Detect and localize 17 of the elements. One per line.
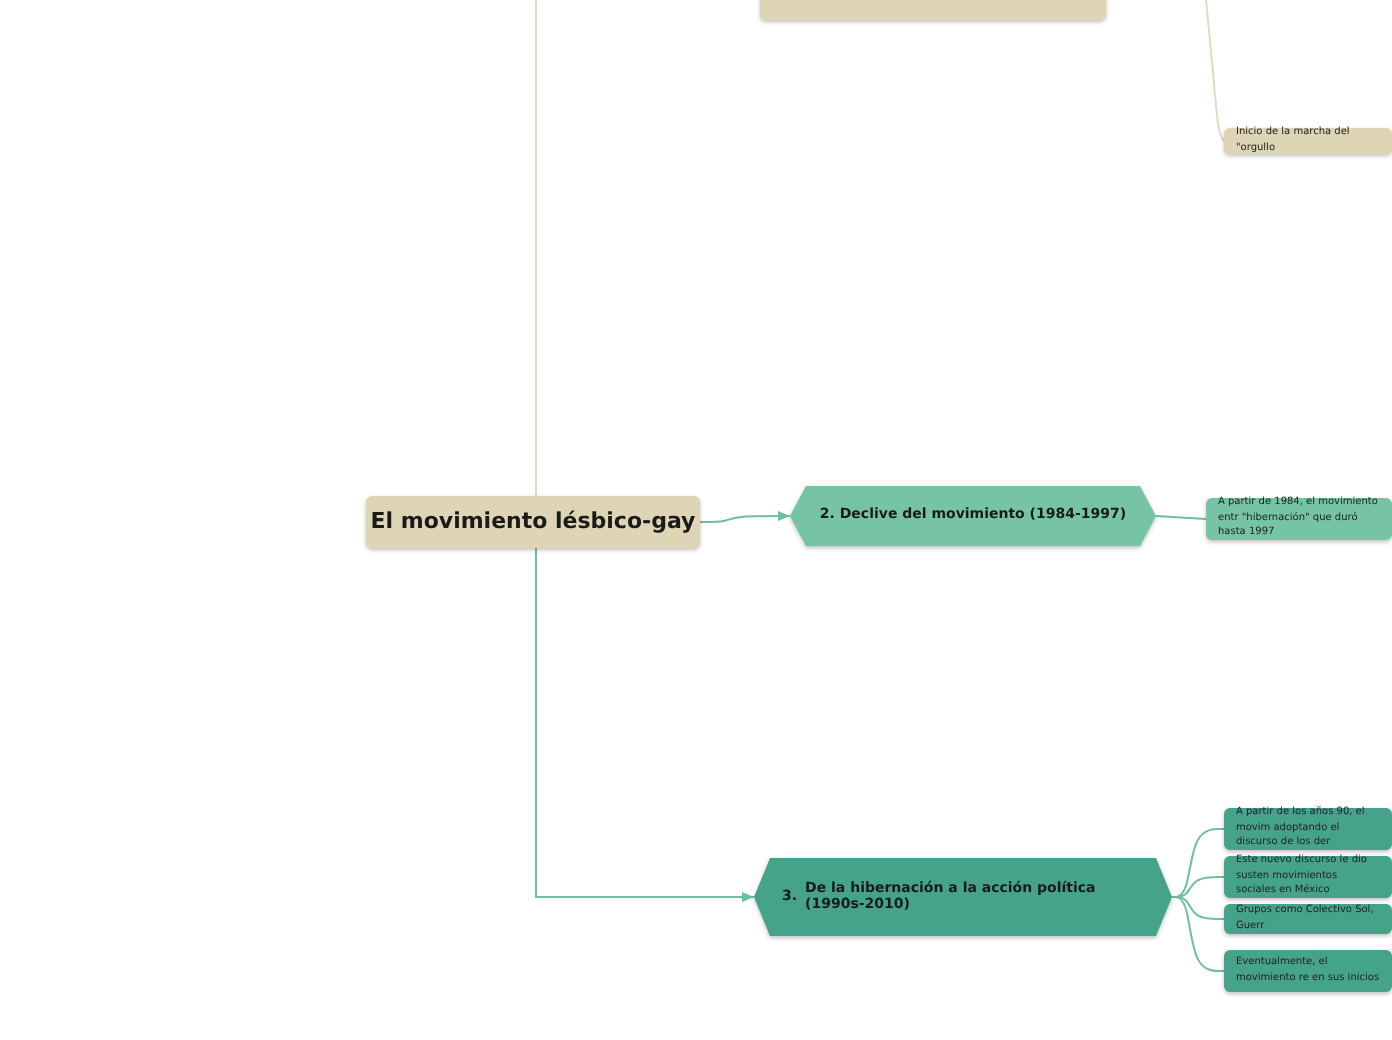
connector <box>1205 0 1225 142</box>
connector <box>1171 896 1225 920</box>
note-box <box>1224 856 1392 898</box>
connector <box>535 0 537 497</box>
branch-hexagon <box>754 858 1172 936</box>
connector <box>535 547 755 902</box>
note-box <box>1224 950 1392 992</box>
note-box <box>1224 808 1392 850</box>
connector <box>699 511 791 523</box>
node-label: El movimiento lésbico-gay <box>370 509 696 535</box>
note-box <box>1224 904 1392 934</box>
connector <box>1155 515 1207 520</box>
branch-hexagon <box>790 486 1156 546</box>
note-box <box>1224 128 1392 154</box>
note-box <box>1206 498 1392 540</box>
topic-box <box>366 496 700 548</box>
connector <box>1171 896 1225 972</box>
